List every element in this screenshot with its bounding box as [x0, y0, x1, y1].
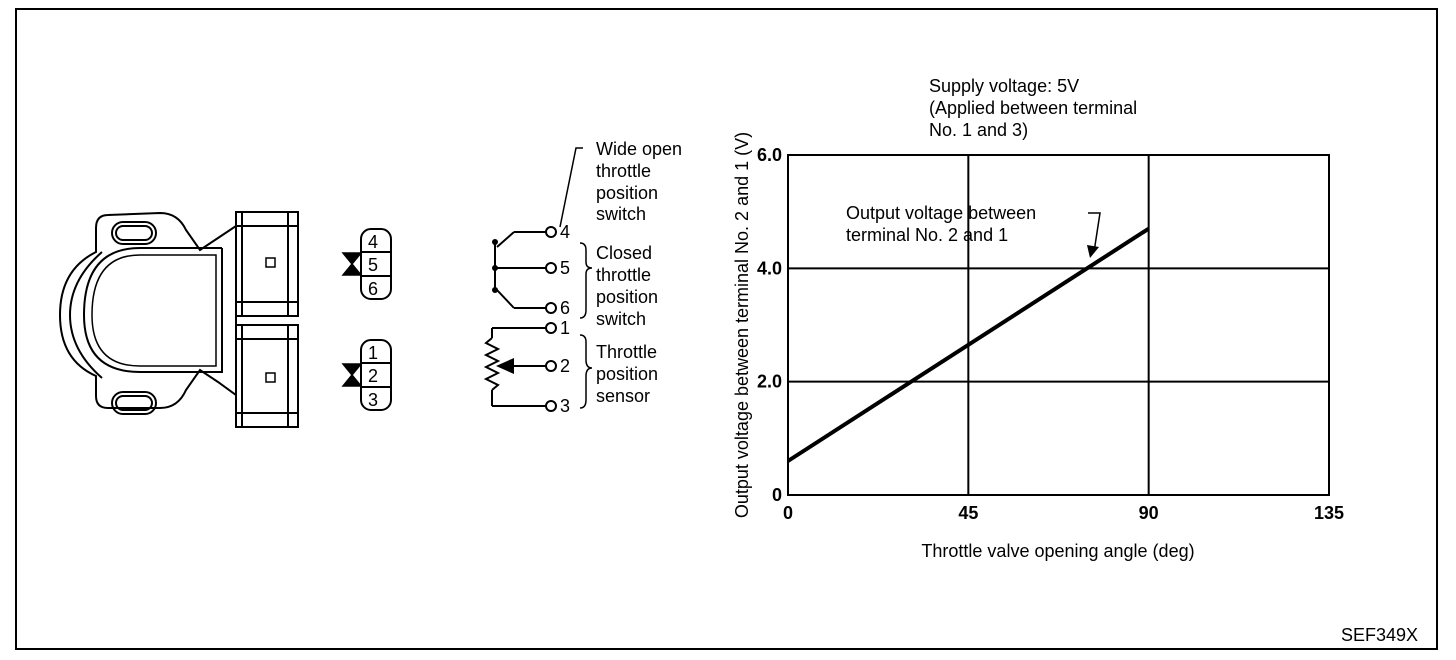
svg-text:switch: switch: [596, 204, 646, 224]
svg-text:switch: switch: [596, 309, 646, 329]
circuit-schematic: [483, 147, 593, 412]
y-tick-label: 6.0: [757, 145, 782, 165]
svg-text:Closed: Closed: [596, 243, 652, 263]
svg-text:No. 1 and 3): No. 1 and 3): [929, 120, 1028, 140]
svg-text:terminal No. 2 and 1: terminal No. 2 and 1: [846, 225, 1008, 245]
x-tick-label: 90: [1139, 503, 1159, 523]
y-tick-label: 2.0: [757, 372, 782, 392]
svg-text:Supply voltage: 5V: Supply voltage: 5V: [929, 76, 1079, 96]
closed-switch-label: Closed throttle position switch: [596, 243, 658, 329]
connector-pin-layout: 4 5 6 1 2 3: [341, 228, 392, 411]
x-tick-label: 45: [958, 503, 978, 523]
connector-pin-4: 4: [368, 232, 378, 252]
x-tick-label: 135: [1314, 503, 1344, 523]
svg-text:throttle: throttle: [596, 265, 651, 285]
annotation-arrow-icon: [1087, 245, 1099, 258]
x-axis-label: Throttle valve opening angle (deg): [921, 541, 1194, 561]
connector-pin-5: 5: [368, 255, 378, 275]
svg-text:position: position: [596, 364, 658, 384]
svg-text:position: position: [596, 287, 658, 307]
wide-open-switch-label: Wide open throttle position switch: [596, 139, 682, 224]
supply-voltage-note: Supply voltage: 5V (Applied between term…: [929, 76, 1137, 140]
svg-text:Output voltage between: Output voltage between: [846, 203, 1036, 223]
svg-text:position: position: [596, 183, 658, 203]
chart-grid: [788, 155, 1329, 495]
terminal-key-icon: [341, 252, 363, 276]
svg-text:Throttle: Throttle: [596, 342, 657, 362]
plot-area-border: [787, 154, 1330, 496]
terminal-1-label: 1: [560, 318, 570, 338]
svg-text:Wide open: Wide open: [596, 139, 682, 159]
y-axis-ticks: 0 2.0 4.0 6.0: [757, 145, 782, 505]
y-tick-label: 4.0: [757, 258, 782, 278]
terminal-5-label: 5: [560, 258, 570, 278]
figure-code: SEF349X: [1341, 625, 1418, 645]
throttle-sensor-label: Throttle position sensor: [596, 342, 658, 406]
connector-pin-2: 2: [368, 366, 378, 386]
svg-text:(Applied between terminal: (Applied between terminal: [929, 98, 1137, 118]
chart-series: [786, 226, 1150, 463]
wiper-arrow-icon: [496, 358, 514, 374]
svg-text:sensor: sensor: [596, 386, 650, 406]
x-tick-label: 0: [783, 503, 793, 523]
y-tick-label: 0: [772, 485, 782, 505]
connector-pin-6: 6: [368, 279, 378, 299]
svg-text:throttle: throttle: [596, 161, 651, 181]
connector-pin-3: 3: [368, 390, 378, 410]
terminal-2-label: 2: [560, 356, 570, 376]
sensor-body-drawing: [58, 211, 299, 428]
figure-frame: [15, 8, 1438, 650]
y-axis-label: Output voltage between terminal No. 2 an…: [732, 132, 752, 518]
line-annotation: Output voltage between terminal No. 2 an…: [846, 203, 1101, 258]
connector-pin-1: 1: [368, 343, 378, 363]
terminal-key-icon: [341, 363, 363, 387]
terminal-6-label: 6: [560, 298, 570, 318]
output-voltage-line: [786, 226, 1150, 463]
terminal-4-label: 4: [560, 222, 570, 242]
terminal-3-label: 3: [560, 396, 570, 416]
circuit-contacts: [492, 239, 514, 374]
x-axis-ticks: 0 45 90 135: [783, 503, 1344, 523]
